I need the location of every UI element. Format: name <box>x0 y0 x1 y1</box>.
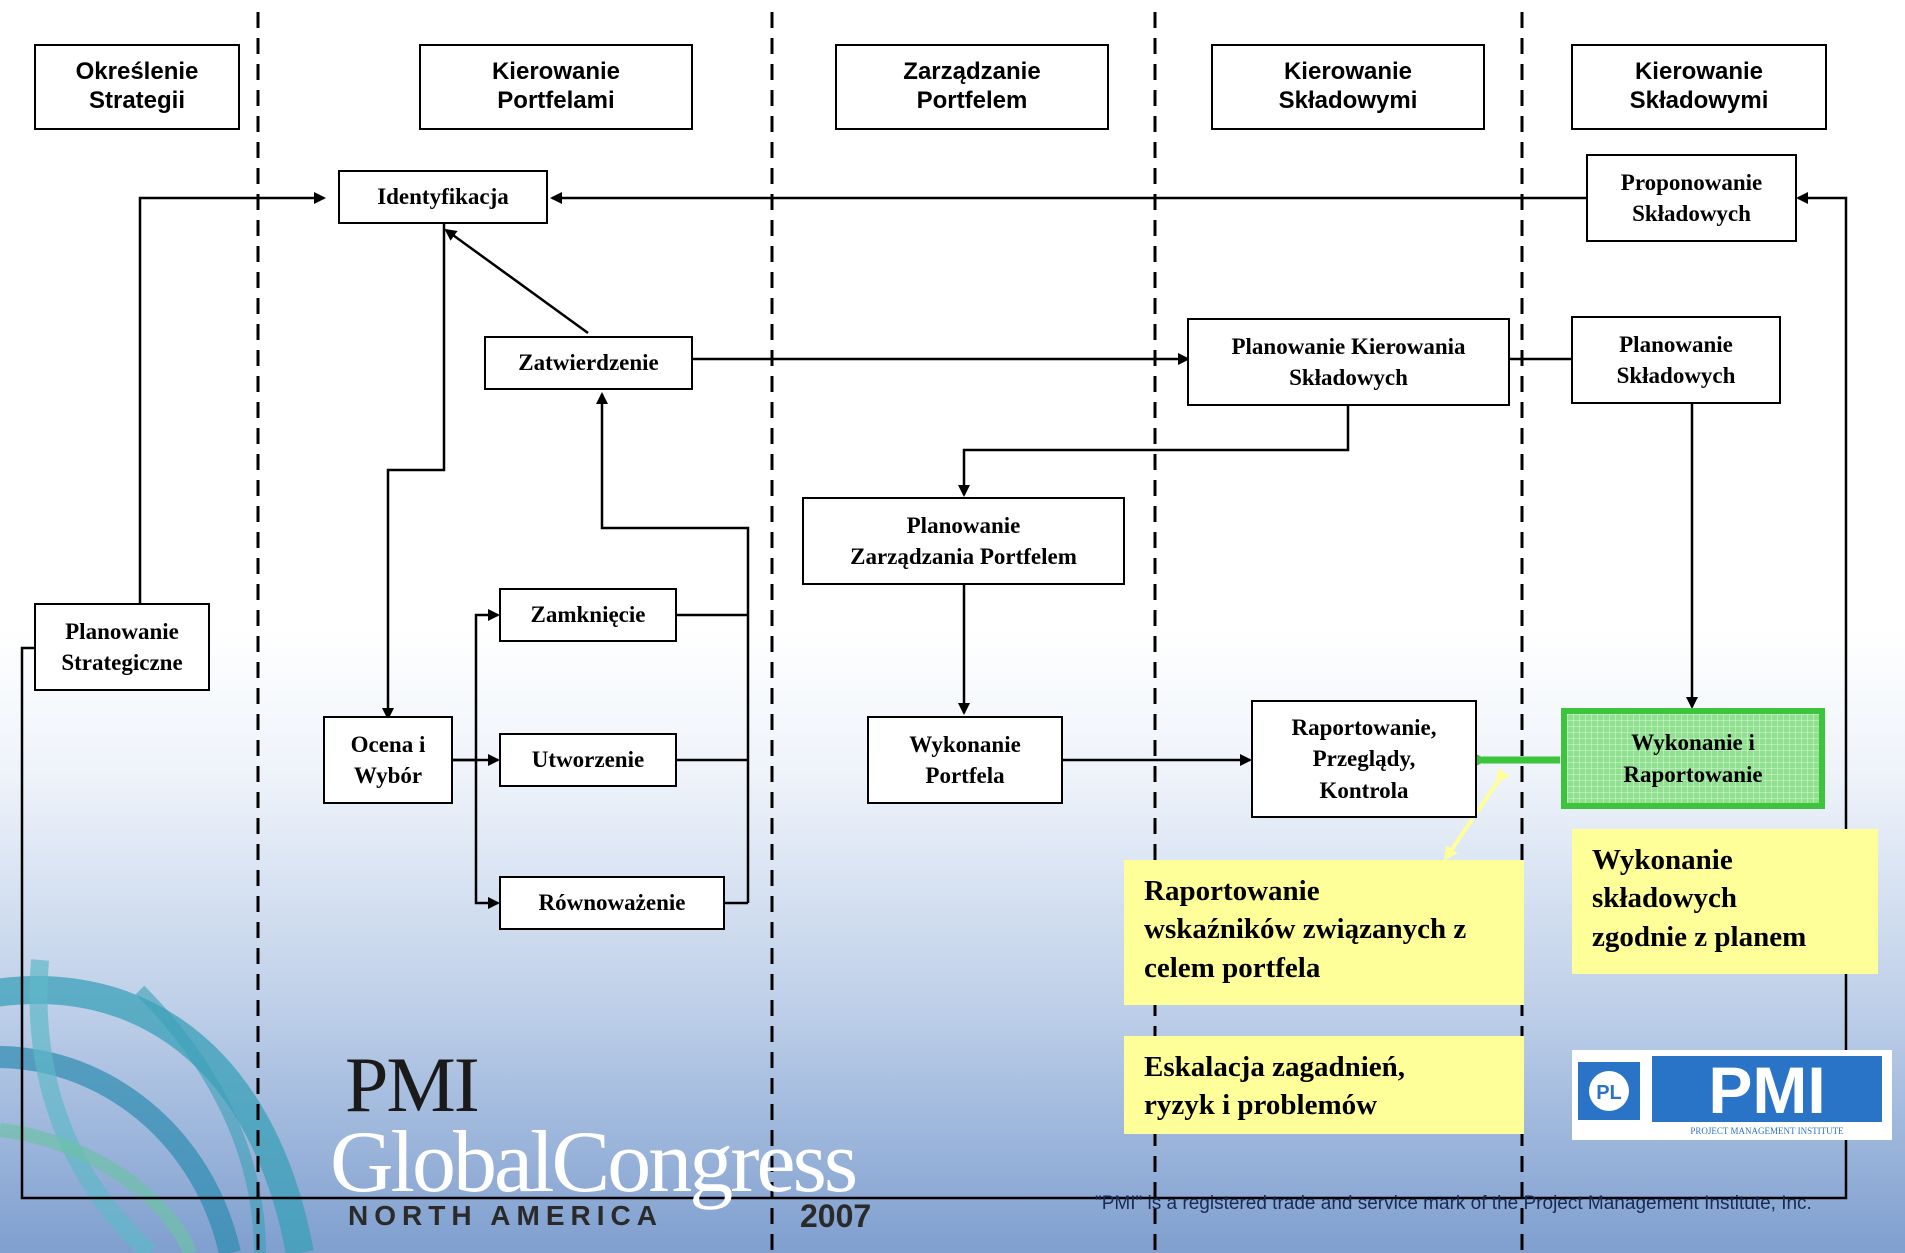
trademark-notice: "PMI" is a registered trade and service … <box>1095 1193 1812 1214</box>
box-rownowazenie: Równoważenie <box>499 876 725 930</box>
pmi-congress-logo-text: PMI <box>345 1041 480 1128</box>
swimlane-header-okreslenie-strategii: Określenie Strategii <box>34 44 240 130</box>
pmi-logo-text: PMI <box>1708 1053 1825 1127</box>
box-wykonanie-portfela: Wykonanie Portfela <box>867 716 1063 804</box>
pmi-logo-icon: PL PMI PROJECT MANAGEMENT INSTITUTE <box>1578 1053 1882 1136</box>
box-proponowanie-skladowych: Proponowanie Składowych <box>1586 154 1797 242</box>
global-congress-logo-text: GlobalCongress <box>330 1114 858 1211</box>
box-planowanie-strategiczne: Planowanie Strategiczne <box>34 603 210 691</box>
swimlane-header-kierowanie-skladowymi-2: Kierowanie Składowymi <box>1571 44 1827 130</box>
box-planowanie-kierowania-skladowych: Planowanie Kierowania Składowych <box>1187 318 1510 406</box>
note-wykonanie-skladowych: Wykonanie składowych zgodnie z planem <box>1572 829 1878 974</box>
pmi-logo-pl: PL <box>1596 1082 1622 1104</box>
box-raportowanie-przeglady-kontrola: Raportowanie, Przeglądy, Kontrola <box>1251 700 1477 818</box>
box-wykonanie-i-raportowanie: Wykonanie i Raportowanie <box>1561 708 1825 809</box>
box-ocena-i-wybor: Ocena i Wybór <box>323 716 453 804</box>
box-planowanie-skladowych: Planowanie Składowych <box>1571 316 1781 404</box>
box-identyfikacja: Identyfikacja <box>338 170 548 224</box>
swimlane-header-kierowanie-skladowymi-1: Kierowanie Składowymi <box>1211 44 1485 130</box>
box-zatwierdzenie: Zatwierdzenie <box>484 336 693 390</box>
note-eskalacja: Eskalacja zagadnień, ryzyk i problemów <box>1124 1036 1524 1134</box>
box-planowanie-zarzadzania-portfelem: Planowanie Zarządzania Portfelem <box>802 497 1125 585</box>
north-america-label: NORTH AMERICA <box>348 1200 663 1231</box>
year-label: 2007 <box>800 1198 872 1234</box>
box-zamkniecie: Zamknięcie <box>499 588 677 642</box>
swimlane-header-kierowanie-portfelami: Kierowanie Portfelami <box>419 44 693 130</box>
pmi-logo-caption: PROJECT MANAGEMENT INSTITUTE <box>1690 1126 1844 1136</box>
pmi-logo: PL PMI PROJECT MANAGEMENT INSTITUTE <box>1572 1050 1892 1140</box>
swimlane-header-zarzadzanie-portfelem: Zarządzanie Portfelem <box>835 44 1109 130</box>
note-raportowanie-wskaznikow: Raportowanie wskaźników związanych z cel… <box>1124 860 1524 1005</box>
box-utworzenie: Utworzenie <box>499 733 677 787</box>
